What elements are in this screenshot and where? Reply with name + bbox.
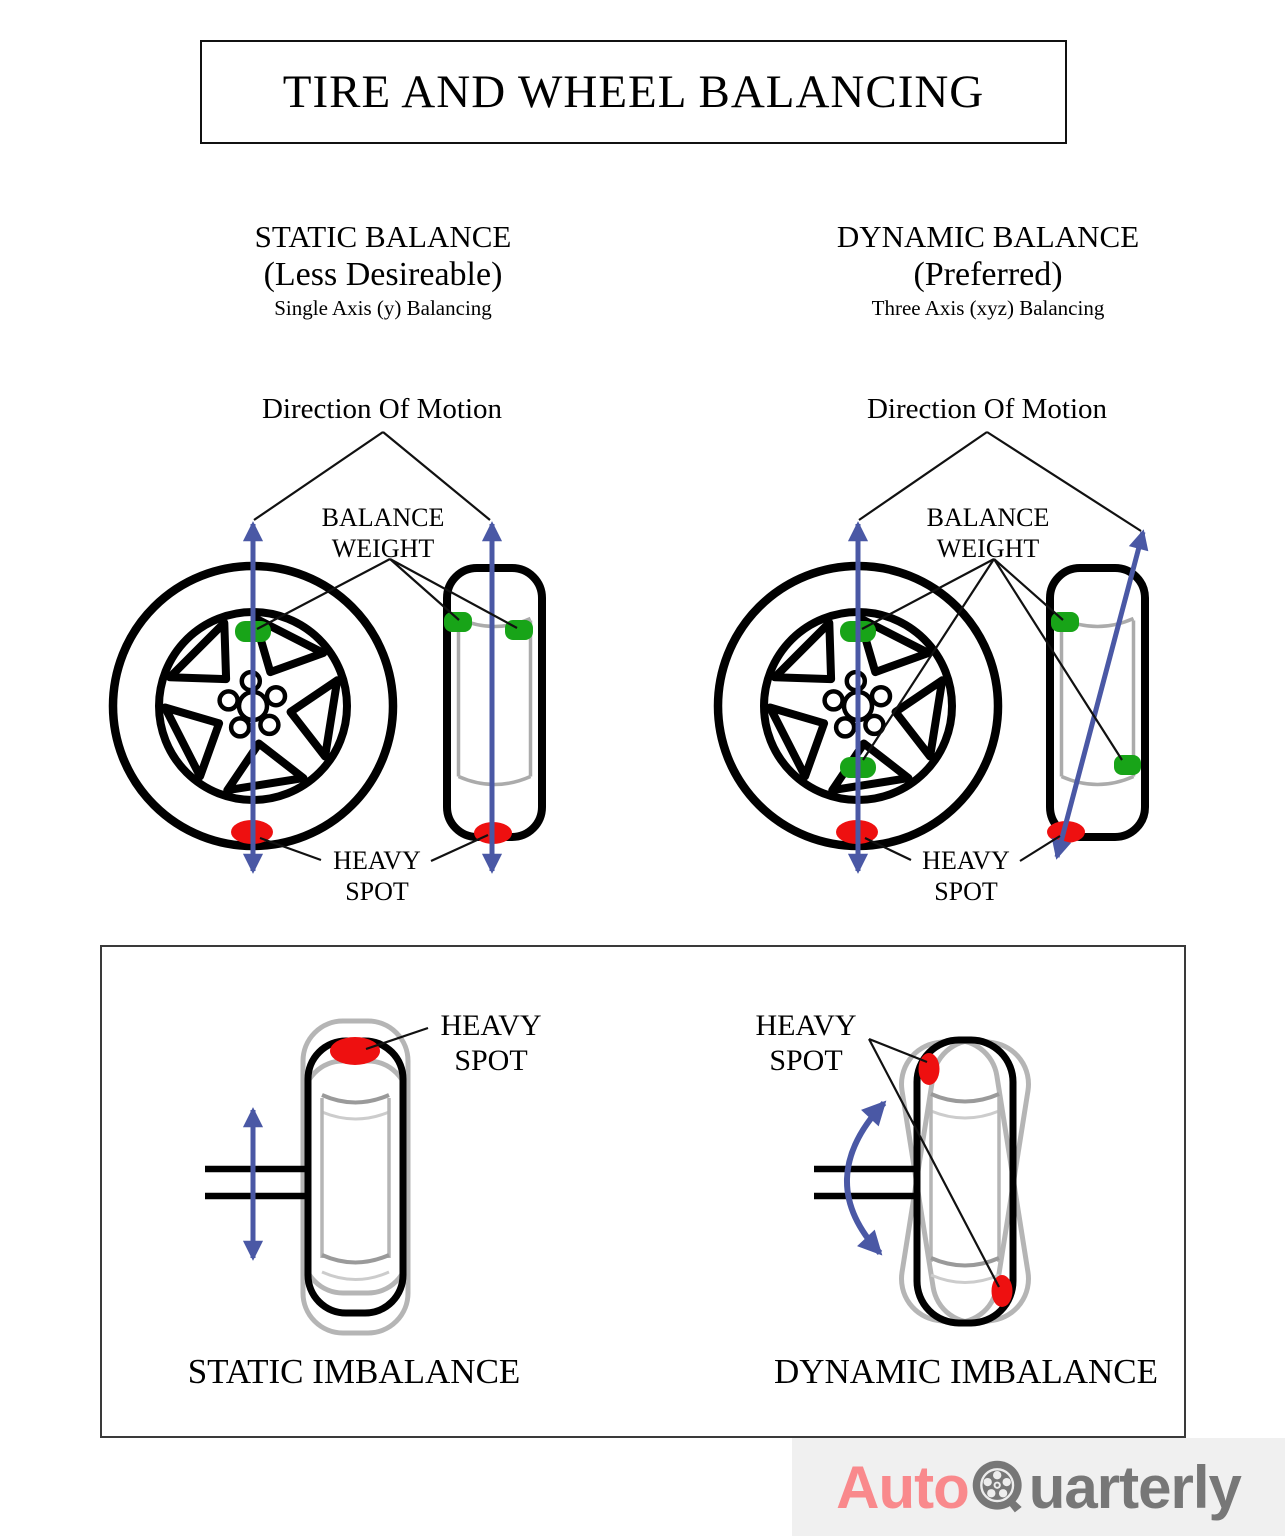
direction-pointer-lines bbox=[858, 431, 1142, 532]
rim-edge-line bbox=[321, 1270, 390, 1281]
static-imbalance-diagram bbox=[205, 1018, 429, 1336]
rim-edge-line bbox=[930, 1273, 1000, 1284]
balance-weight-spot bbox=[1114, 755, 1141, 775]
wheel-q-icon bbox=[972, 1460, 1022, 1513]
note-text: Three Axis (xyz) Balancing bbox=[871, 296, 1105, 320]
heavy-spot bbox=[330, 1037, 380, 1065]
balance-weight-spot bbox=[1051, 612, 1079, 632]
direction-pointer-lines bbox=[253, 431, 491, 521]
heavy-spot-label: HEAVY SPOT bbox=[755, 1009, 857, 1077]
tilted-motion-arrow bbox=[1051, 529, 1149, 860]
imbalance-panel bbox=[100, 945, 1186, 1438]
balance-weight-pointer-lines bbox=[256, 558, 518, 630]
static-balance-diagram bbox=[113, 431, 542, 874]
balance-weight-label: BALANCE WEIGHT bbox=[321, 503, 445, 563]
direction-of-motion-label: Direction Of Motion bbox=[866, 393, 1107, 425]
heading-text: STATIC BALANCE bbox=[254, 219, 512, 254]
heavy-spot-label: HEAVY SPOT bbox=[440, 1009, 542, 1077]
dynamic-balance-heading: DYNAMIC BALANCE (Preferred) Three Axis (… bbox=[738, 218, 1238, 321]
rim-edge-line bbox=[930, 1092, 1000, 1104]
heavy-spot-label: HEAVY SPOT bbox=[922, 846, 1010, 906]
page-title: TIRE AND WHEEL BALANCING bbox=[282, 66, 985, 118]
balance-weight-label: BALANCE WEIGHT bbox=[926, 503, 1050, 563]
wobble-arc-arrow bbox=[844, 1100, 887, 1256]
note-text: Single Axis (y) Balancing bbox=[274, 296, 492, 320]
heavy-spot-pointer-line bbox=[365, 1026, 429, 1051]
heading-text: DYNAMIC BALANCE bbox=[836, 219, 1140, 254]
static-balance-heading: STATIC BALANCE (Less Desireable) Single … bbox=[133, 218, 633, 321]
rim-edge-line bbox=[321, 1110, 390, 1121]
subheading-text: (Less Desireable) bbox=[263, 256, 503, 293]
tire-side-view bbox=[913, 1036, 1017, 1327]
rim-edge-line bbox=[321, 1093, 390, 1105]
brand-logo: Auto uarterly bbox=[792, 1438, 1285, 1536]
heavy-spot-pointer-lines bbox=[868, 1037, 1000, 1288]
static-imbalance-caption: STATIC IMBALANCE bbox=[187, 1352, 521, 1391]
subheading-text: (Preferred) bbox=[913, 256, 1063, 293]
balance-weight-spot bbox=[444, 612, 472, 632]
direction-of-motion-label: Direction Of Motion bbox=[261, 393, 502, 425]
logo-text-primary: Auto bbox=[836, 1453, 970, 1521]
dynamic-imbalance-diagram bbox=[814, 1036, 1031, 1327]
dynamic-balance-diagram bbox=[718, 431, 1149, 874]
heavy-spot-pointer-lines bbox=[259, 833, 489, 863]
title-box: TIRE AND WHEEL BALANCING bbox=[200, 40, 1067, 144]
dynamic-imbalance-caption: DYNAMIC IMBALANCE bbox=[773, 1352, 1159, 1391]
heavy-spot-pointer-lines bbox=[864, 835, 1061, 862]
rim-edge-line bbox=[930, 1256, 1000, 1268]
heavy-spot-label: HEAVY SPOT bbox=[333, 846, 421, 906]
rim-edge-line bbox=[321, 1253, 390, 1265]
logo-text-secondary: uarterly bbox=[1028, 1453, 1242, 1521]
rim-edge-line bbox=[930, 1109, 1000, 1120]
balance-weight-pointer-lines bbox=[861, 558, 1123, 761]
